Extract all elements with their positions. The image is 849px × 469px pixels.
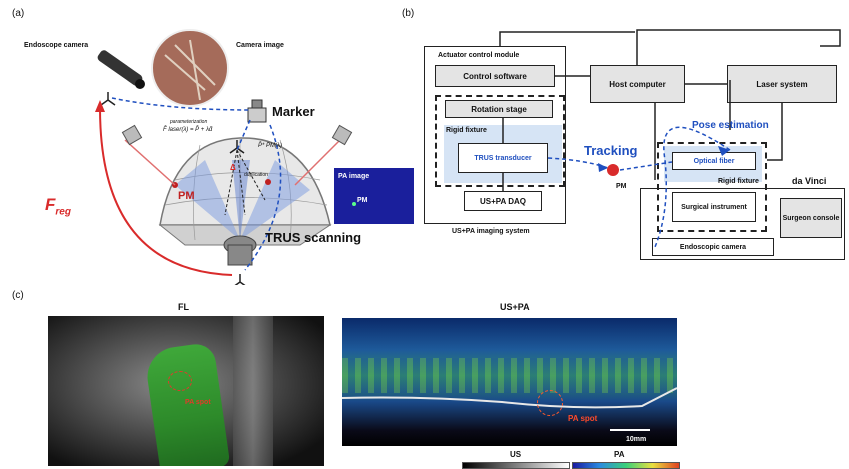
panel-b-connectors bbox=[499, 29, 841, 248]
rigid-fixture-left-label: Rigid fixture bbox=[446, 127, 487, 134]
optical-fiber-box: Optical fiber bbox=[672, 152, 756, 170]
pose-estimation-label: Pose estimation bbox=[692, 120, 769, 131]
pa-hotspot bbox=[352, 202, 356, 206]
fl-spot-circle bbox=[168, 371, 192, 391]
davinci-dashed-group bbox=[657, 142, 767, 232]
da-vinci-frame bbox=[640, 188, 845, 260]
instrument-shaft bbox=[233, 316, 273, 466]
da-vinci-label: da Vinci bbox=[792, 176, 827, 186]
laser-probe-left bbox=[121, 124, 143, 146]
delta-label: Δ bbox=[230, 163, 236, 172]
formula-note: parameterization bbox=[170, 119, 208, 125]
camera-image-circle bbox=[151, 29, 229, 107]
us-colorbar-label: US bbox=[510, 450, 522, 459]
panel-a-tag: (a) bbox=[12, 8, 25, 19]
host-computer-box: Host computer bbox=[590, 65, 685, 103]
trus-transducer-box: TRUS transducer bbox=[458, 143, 548, 173]
rotation-stage-box: Rotation stage bbox=[445, 100, 553, 118]
pm-position-formula: P̄* PM(λ) bbox=[258, 143, 282, 149]
us-pa-imaging-label: US+PA imaging system bbox=[452, 228, 530, 235]
fl-pa-spot-label: PA spot bbox=[185, 399, 211, 406]
laser-formula: F̄ laser(λ) = P̄ + λd̄ bbox=[163, 127, 213, 133]
tracking-label: Tracking bbox=[584, 143, 638, 158]
endoscope-camera-label: Endoscope camera bbox=[24, 42, 89, 49]
pa-image bbox=[334, 168, 414, 224]
endoscopic-camera-box: Endoscopic camera bbox=[652, 238, 774, 256]
panel-b-tag: (b) bbox=[402, 8, 415, 19]
surgical-instrument-box: Surgical instrument bbox=[672, 192, 756, 222]
fl-title: FL bbox=[178, 302, 189, 312]
pm-label: PM bbox=[178, 190, 195, 202]
tissue-boundary bbox=[342, 387, 677, 409]
marker-label: Marker bbox=[272, 104, 315, 119]
uspa-pa-spot-label: PA spot bbox=[568, 414, 598, 423]
surgeon-console-box: Surgeon console bbox=[780, 198, 842, 238]
pm-label-b: PM bbox=[616, 183, 627, 190]
duplication-label: duplication bbox=[244, 172, 268, 178]
pa-image-label: PA image bbox=[338, 173, 370, 180]
pm-target-dot bbox=[607, 164, 619, 176]
camera-image-label: Camera image bbox=[236, 42, 284, 49]
uspa-title: US+PA bbox=[500, 302, 530, 312]
ultrasound-fan-right bbox=[240, 160, 310, 240]
actuator-module-frame bbox=[424, 46, 566, 224]
rigid-fixture-right-label: Rigid fixture bbox=[718, 178, 759, 185]
ultrasound-fan-left bbox=[175, 160, 240, 240]
laser-probe-right bbox=[331, 124, 353, 146]
fl-image bbox=[48, 316, 324, 466]
pa-colorbar-label: PA bbox=[614, 450, 625, 459]
trus-scanning-label: TRUS scanning bbox=[265, 230, 362, 245]
actuator-dashed-group bbox=[435, 95, 565, 187]
scalebar-label: 10mm bbox=[626, 436, 647, 443]
uspa-spot-circle bbox=[537, 390, 563, 416]
scalebar-line bbox=[610, 429, 650, 431]
us-pa-image bbox=[342, 318, 677, 446]
f-reg-arc bbox=[99, 107, 233, 276]
endoscope-camera bbox=[97, 50, 143, 86]
control-software-box: Control software bbox=[435, 65, 555, 87]
us-pa-daq-box: US+PA DAQ bbox=[464, 191, 542, 211]
marker-device bbox=[247, 107, 267, 123]
panel-a-illustration bbox=[95, 29, 353, 285]
laser-system-box: Laser system bbox=[727, 65, 837, 103]
actuator-module-label: Actuator control module bbox=[438, 52, 520, 59]
f-reg-label: Freg bbox=[45, 195, 71, 218]
panel-c-tag: (c) bbox=[12, 290, 24, 301]
pa-pm-label: PM bbox=[357, 197, 368, 204]
